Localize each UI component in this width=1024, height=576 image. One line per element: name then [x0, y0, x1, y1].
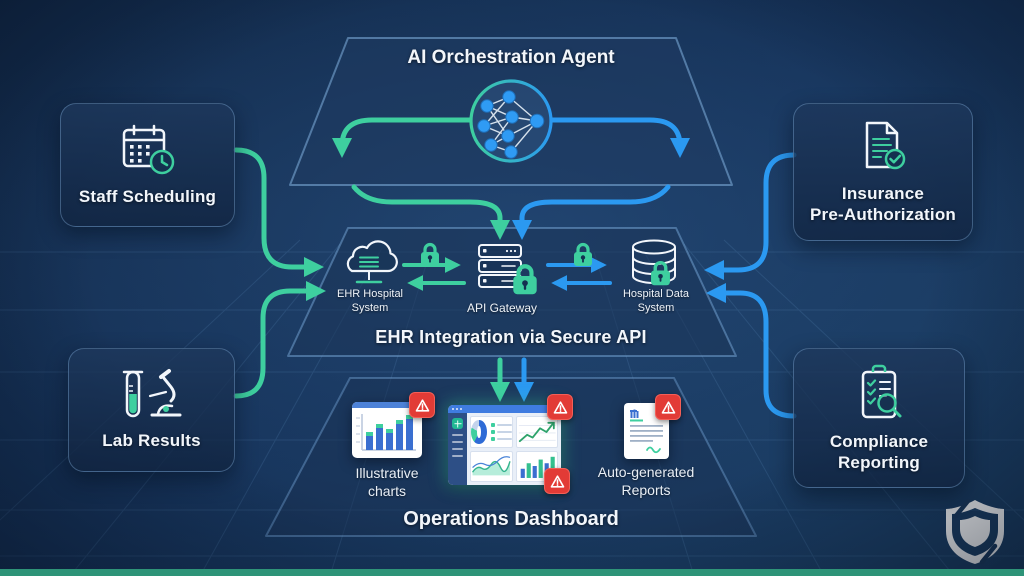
line-chart-icon: [518, 421, 556, 442]
dashboard-titlebar: [448, 405, 561, 413]
operations-title: Operations Dashboard: [403, 508, 619, 530]
dashboard-mockup: [448, 394, 573, 494]
card-titlebar: [352, 402, 422, 408]
server-stack-icon: [478, 244, 522, 288]
shield-icon: [946, 498, 1004, 565]
arrow-compliance-to-ehr: [705, 283, 797, 419]
arrow-lab-to-ehr: [233, 281, 327, 399]
neural-network-icon: [469, 79, 553, 163]
report-doc-icon: [630, 409, 663, 454]
arrow-agent-to-ehr-teal: [351, 184, 510, 241]
staff-scheduling-label: Staff Scheduling: [78, 187, 217, 207]
footer-accent-bar: [0, 569, 1024, 576]
arrow-staff-to-ehr: [233, 147, 325, 277]
warning-icon: [553, 400, 567, 414]
plus-icon: [452, 418, 463, 429]
lab-results-label: Lab Results: [102, 431, 201, 451]
cloud-server-icon: [346, 240, 398, 284]
warning-icon: [661, 400, 675, 414]
agent-title: AI Orchestration Agent: [407, 47, 615, 68]
arrow-agent-left: [332, 117, 473, 159]
api-gateway-label: API Gateway: [466, 301, 538, 315]
area-chart-icon: [471, 456, 511, 476]
area-chart-tile: [470, 450, 513, 482]
donut-chart-icon: [471, 419, 487, 444]
ehr-panel: [287, 227, 737, 357]
arrow-insurance-to-ehr: [703, 152, 797, 280]
document-check-icon: [865, 121, 906, 170]
flow-arrows: [233, 117, 797, 419]
clipboard-search-icon: [861, 364, 902, 419]
arrow-agent-to-ehr-blue: [512, 184, 671, 241]
node-staff-scheduling: Staff Scheduling: [60, 103, 235, 227]
auto-reports-card: [624, 394, 681, 459]
alert-badge: [409, 392, 435, 418]
calendar-clock-icon: [122, 125, 174, 175]
warning-icon: [415, 398, 429, 412]
test-tube-microscope-icon: [122, 369, 181, 418]
illustrative-charts-card: [352, 392, 435, 458]
warning-icon: [550, 474, 564, 488]
ehr-title: EHR Integration via Secure API: [375, 327, 647, 347]
alert-badge: [544, 468, 570, 494]
dashboard-sidebar: [448, 413, 467, 485]
bar-chart-icon: [356, 414, 416, 451]
donut-chart-tile: [470, 416, 513, 448]
alert-badge: [547, 394, 573, 420]
node-lab-results: Lab Results: [68, 348, 235, 472]
arrow-agent-right: [549, 117, 690, 159]
line-chart-tile: [515, 416, 558, 448]
alert-badge: [655, 394, 681, 420]
